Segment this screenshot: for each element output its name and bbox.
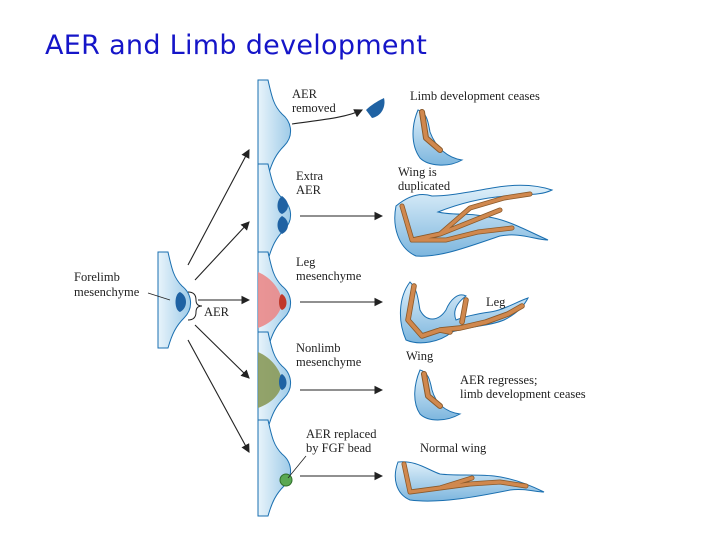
- slide-title: AER and Limb development: [45, 30, 428, 61]
- ceases-label: Limb development ceases: [410, 89, 540, 103]
- bud-fgf-bead: [257, 419, 293, 517]
- bud-leg-mesenchyme: [257, 251, 292, 349]
- truncated-limb-1: [412, 109, 464, 166]
- forelimb-bud: [157, 251, 192, 349]
- bud-nonlimb-mesenchyme: [257, 331, 292, 429]
- bud-extra-aer: [257, 163, 292, 261]
- removal-arrow: [291, 109, 363, 125]
- aer-label: AER: [204, 305, 230, 319]
- fgf-pointer: [287, 455, 307, 479]
- truncated-limb-2: [414, 369, 462, 421]
- aer-brace: [187, 291, 203, 321]
- fan-arrows: [187, 149, 251, 453]
- wing-leg-limb: [400, 281, 529, 344]
- wing-label: Wing: [406, 349, 434, 363]
- duplicated-wing: [394, 184, 554, 257]
- removed-aer-piece: [366, 98, 385, 118]
- regresses-label: AER regresses;limb development ceases: [460, 373, 586, 401]
- bud-aer-removed: [257, 79, 292, 177]
- normal-wing: [394, 461, 545, 502]
- leg-label: Leg: [486, 295, 506, 309]
- forelimb-pointer: [147, 292, 171, 301]
- normal-wing-label: Normal wing: [420, 441, 487, 455]
